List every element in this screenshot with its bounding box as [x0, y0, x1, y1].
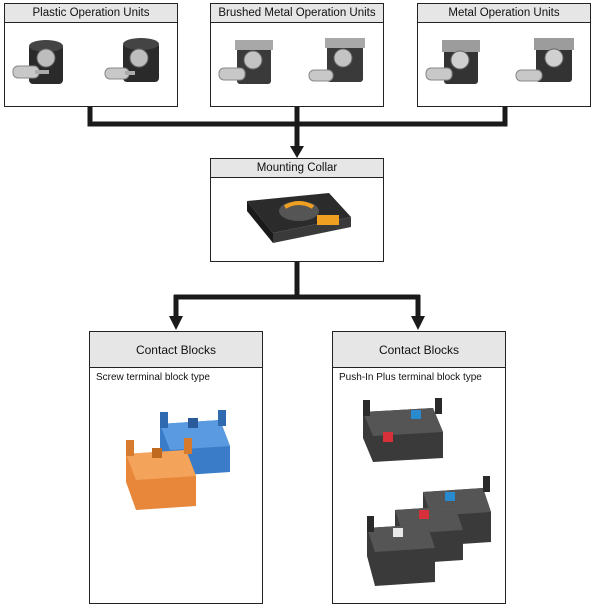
box-title: Contact Blocks [90, 332, 262, 368]
box-title: Contact Blocks [333, 332, 505, 368]
brushed-metal-operation-units-box: Brushed Metal Operation Units [210, 3, 384, 107]
contact-block-orange-icon [126, 438, 196, 510]
box-subtitle: Push-In Plus terminal block type [339, 372, 482, 383]
key-switch-icon [12, 40, 63, 84]
arrow-to-collar [290, 146, 304, 158]
mounting-collar-illustration [247, 193, 351, 243]
key-switch-icon [308, 38, 365, 82]
key-switch-icon [425, 40, 480, 84]
key-switch-illustration [425, 38, 574, 84]
key-switch-illustration [218, 38, 365, 84]
contact-block-pair-icon [363, 398, 443, 462]
key-switch-icon [104, 38, 159, 82]
contact-blocks-screw-box: Contact Blocks Screw terminal block type [89, 331, 263, 604]
box-title: Brushed Metal Operation Units [211, 4, 383, 23]
mounting-collar-icon [247, 193, 351, 243]
pushin-terminal-illustration [363, 398, 491, 586]
screw-terminal-illustration [126, 410, 230, 510]
key-switch-icon [218, 40, 273, 84]
key-switch-illustration [12, 38, 159, 84]
plastic-operation-units-box: Plastic Operation Units [4, 3, 178, 107]
box-subtitle: Screw terminal block type [96, 372, 210, 383]
contact-blocks-pushin-box: Contact Blocks Push-In Plus terminal blo… [332, 331, 506, 604]
key-switch-icon [515, 38, 574, 82]
box-title: Metal Operation Units [418, 4, 590, 23]
box-title: Mounting Collar [211, 159, 383, 178]
arrow-to-pushin [411, 316, 425, 330]
contact-block-triple-icon [367, 476, 491, 586]
arrow-to-screw [169, 316, 183, 330]
metal-operation-units-box: Metal Operation Units [417, 3, 591, 107]
box-title: Plastic Operation Units [5, 4, 177, 23]
mounting-collar-box: Mounting Collar [210, 158, 384, 262]
